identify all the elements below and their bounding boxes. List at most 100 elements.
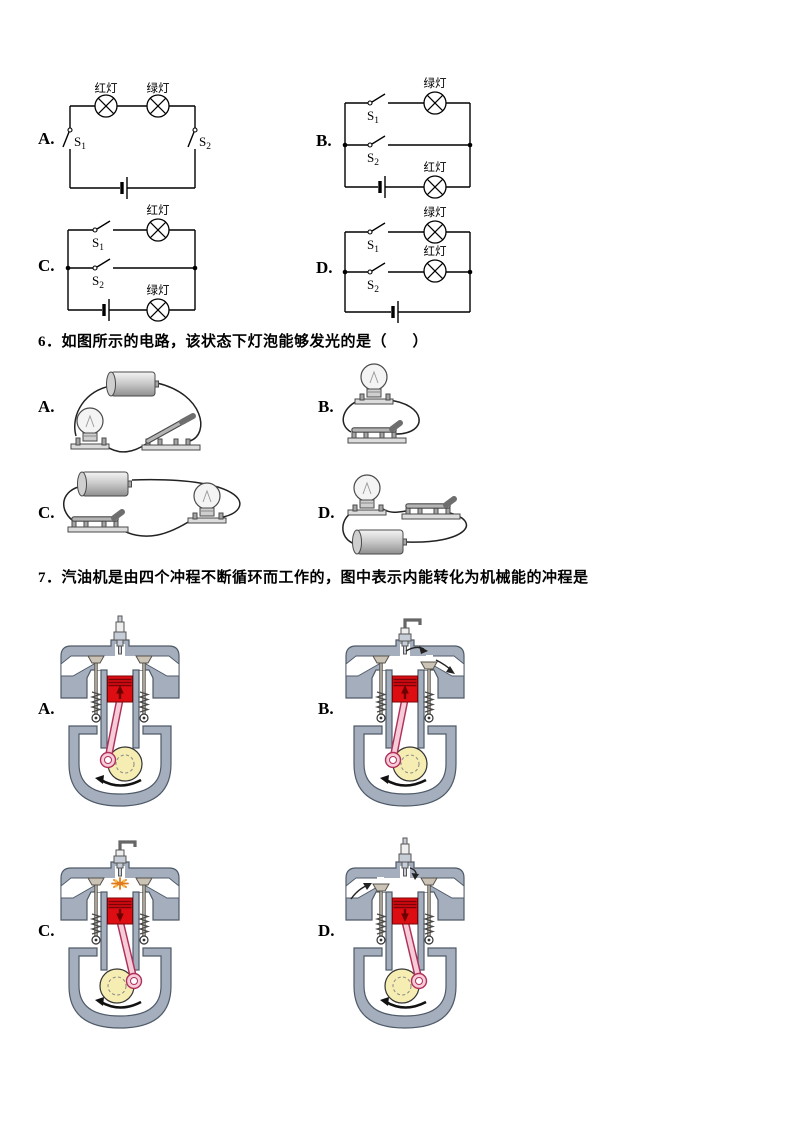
crankcase	[68, 725, 172, 807]
branch-battery	[345, 301, 470, 323]
crankshaft	[99, 917, 143, 1004]
q6-option-letter-c: C.	[38, 503, 55, 522]
intake-flow-arrows	[350, 867, 419, 900]
q5-option-letter-c: C.	[38, 256, 55, 275]
branch-battery-green-lamp	[68, 298, 195, 322]
branch-s1-green-lamp: S1	[345, 220, 470, 255]
green-lamp-label: 绿灯	[424, 205, 447, 219]
exhaust-valve-closed	[420, 877, 438, 945]
branch-s1-red-lamp: S1	[68, 218, 195, 253]
crankshaft	[384, 917, 428, 1004]
crankshaft	[384, 695, 428, 782]
exhaust-port	[430, 877, 465, 899]
red-lamp-label: 红灯	[147, 204, 170, 217]
branch-s1-green-lamp: S1	[345, 91, 470, 126]
spark-plug	[113, 615, 127, 655]
q6-circuit-photo-a	[70, 371, 202, 453]
rotation-arrow	[380, 997, 427, 1009]
intake-valve-closed	[87, 877, 105, 945]
exhaust-port	[145, 877, 180, 899]
exhaust-valve-open	[420, 655, 438, 723]
q7-option-letter-d: D.	[318, 921, 335, 940]
branch-battery-red-lamp	[345, 175, 470, 199]
svg-text:S1: S1	[92, 235, 104, 253]
rotation-arrow	[95, 775, 142, 787]
q5-option-letter-b: B.	[316, 131, 332, 150]
branch-s2: S2	[342, 135, 473, 168]
green-lamp-label: 绿灯	[424, 76, 447, 90]
circuit-diagram-d: 绿灯 红灯 S1 S2	[342, 205, 473, 323]
question-6-text: 6．如图所示的电路，该状态下灯泡能够发光的是（ ）	[38, 334, 429, 350]
svg-text:S1: S1	[367, 108, 379, 126]
green-lamp-label: 绿灯	[147, 81, 170, 95]
branch-s2-red-lamp: S2	[342, 259, 473, 295]
crankshaft	[99, 695, 143, 782]
bulb-icon	[187, 482, 227, 524]
exhaust-flow-arrows	[405, 646, 455, 674]
piston-moving-up	[392, 675, 418, 703]
q6-circuit-photo-c	[62, 471, 241, 537]
knife-switch-open-icon	[141, 413, 201, 451]
q7-option-letter-b: B.	[318, 699, 334, 718]
switch-s1-icon: S1	[62, 106, 86, 188]
lamp-red-icon	[70, 94, 118, 118]
engine-diagram-a	[60, 615, 180, 807]
svg-text:S2: S2	[367, 277, 379, 295]
spark-plug-bent	[113, 840, 137, 877]
green-lamp-label: 绿灯	[147, 283, 170, 297]
svg-text:S1: S1	[367, 237, 379, 255]
exhaust-valve-closed	[135, 655, 153, 723]
engine-diagram-b	[345, 618, 465, 807]
knife-switch-closed-icon	[347, 420, 407, 444]
red-lamp-label: 红灯	[95, 82, 118, 95]
q6-circuit-photo-b	[342, 363, 420, 444]
circuit-diagram-b: 绿灯 红灯 S1 S2	[342, 76, 473, 199]
circuit-diagram-c: 红灯 绿灯 S1 S2	[65, 204, 198, 322]
spark-icon	[111, 877, 129, 890]
engine-diagram-c	[60, 840, 180, 1029]
spark-plug	[398, 837, 412, 877]
q7-option-letter-a: A.	[38, 699, 55, 718]
crankcase	[353, 947, 457, 1029]
rotation-arrow	[380, 775, 427, 787]
svg-text:S2: S2	[367, 150, 379, 168]
q5-option-letter-a: A.	[38, 129, 55, 148]
rotation-arrow	[95, 997, 142, 1009]
bulb-icon	[347, 474, 387, 516]
exhaust-port	[145, 655, 180, 677]
crankcase	[68, 947, 172, 1029]
question-7-text: 7．汽油机是由四个冲程不断循环而工作的，图中表示内能转化为机械能的冲程是	[38, 570, 589, 586]
intake-port	[60, 655, 95, 677]
piston-moving-down	[392, 897, 418, 925]
exhaust-valve-closed	[135, 877, 153, 945]
q6-option-letter-a: A.	[38, 397, 55, 416]
battery-icon	[106, 371, 159, 397]
crankcase	[353, 725, 457, 807]
branch-s2: S2	[65, 258, 198, 291]
intake-valve-closed	[372, 655, 390, 723]
knife-switch-closed-icon	[401, 496, 461, 520]
q7-option-letter-c: C.	[38, 921, 55, 940]
q6-option-letter-d: D.	[318, 503, 335, 522]
switch-s2-icon: S2	[187, 106, 211, 188]
circuit-diagram-a: 红灯 绿灯 S1 S2	[62, 81, 211, 199]
battery-icon	[352, 529, 407, 555]
intake-valve-closed	[87, 655, 105, 723]
battery-icon	[70, 177, 195, 199]
red-lamp-label: 红灯	[424, 161, 447, 174]
piston-moving-up	[107, 675, 133, 703]
piston-moving-down	[107, 897, 133, 925]
intake-valve-open	[372, 877, 390, 945]
q5-option-letter-d: D.	[316, 258, 333, 277]
q6-circuit-photo-d	[342, 474, 468, 555]
intake-port	[60, 877, 95, 899]
red-lamp-label: 红灯	[424, 245, 447, 258]
battery-icon	[77, 471, 132, 497]
engine-diagram-d	[345, 837, 465, 1029]
svg-text:S2: S2	[92, 273, 104, 291]
bulb-icon	[354, 363, 394, 405]
bulb-icon	[70, 407, 110, 450]
lamp-green-icon	[117, 94, 195, 118]
svg-text:S1: S1	[74, 134, 86, 152]
knife-switch-closed-icon	[67, 509, 129, 533]
